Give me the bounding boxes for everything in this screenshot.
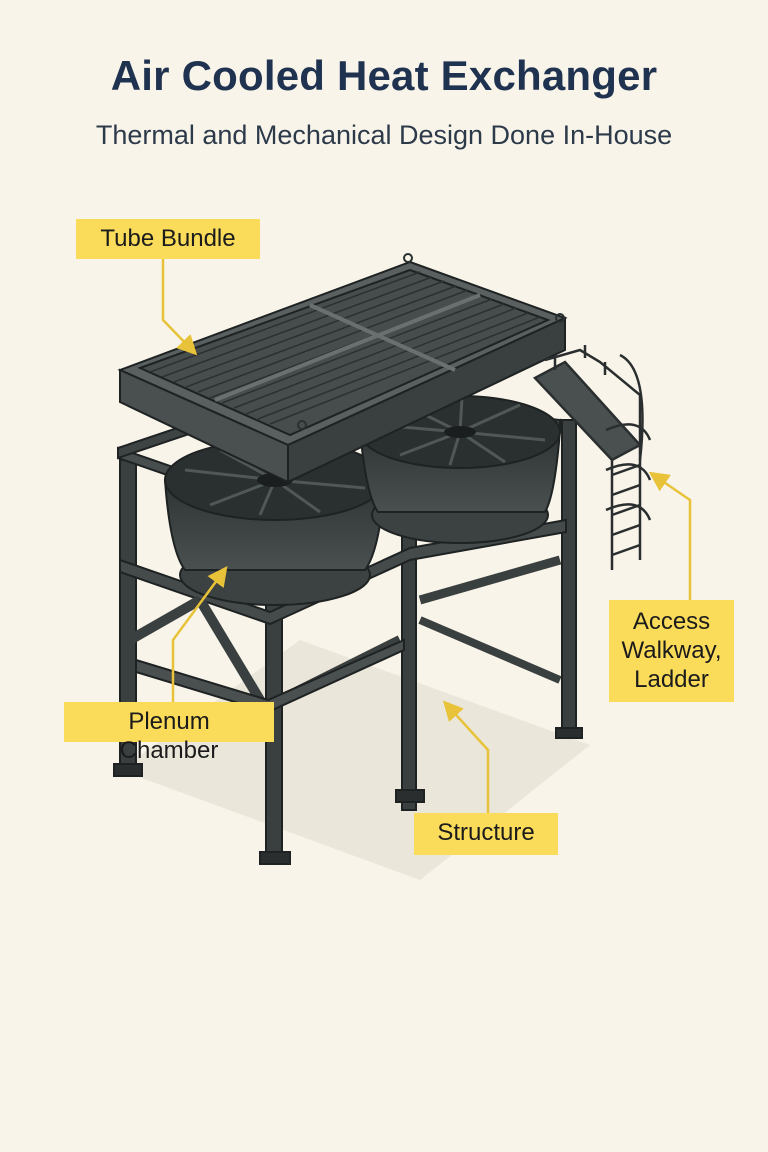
- plenum-chamber-label: Plenum Chamber: [64, 702, 274, 764]
- plenum-chamber-right: [358, 395, 562, 544]
- structure-label: Structure: [414, 813, 558, 855]
- tube-bundle: [117, 253, 568, 484]
- tube-bundle-label: Tube Bundle: [76, 219, 260, 259]
- access-walkway-ladder: [532, 345, 652, 570]
- access-walkway-ladder-label: Access Walkway, Ladder: [609, 600, 734, 702]
- plenum-chamber-left: [163, 439, 387, 606]
- page-subtitle: Thermal and Mechanical Design Done In-Ho…: [95, 120, 673, 150]
- page-title: Air Cooled Heat Exchanger: [110, 52, 658, 99]
- leader-lines: [161, 259, 692, 813]
